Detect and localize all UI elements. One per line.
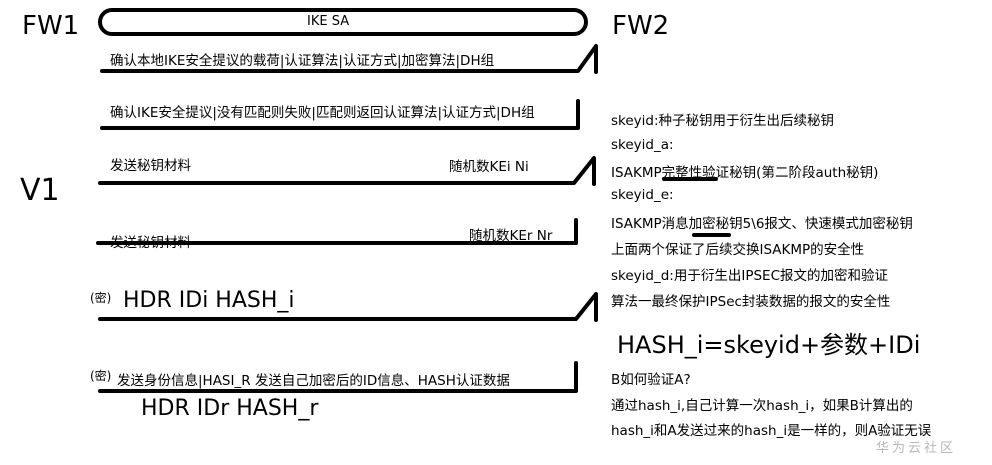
- msg4-extra: 随机数KEr Nr: [469, 228, 553, 244]
- note-skeyid-a-desc: ISAKMP完整性验证秘钥(第二阶段auth秘钥): [611, 165, 879, 181]
- answer-line-1: 通过hash_i,自己计算一次hash_i，如果B计算出的: [611, 398, 913, 414]
- note-skeyid-d: skeyid_d:用于衍生出IPSEC报文的加密和验证: [611, 268, 889, 284]
- arrow-msg5: [98, 292, 598, 322]
- arrow-msg2: [100, 99, 580, 130]
- host-fw1: FW1: [22, 11, 80, 41]
- msg6-encrypted-mark: (密): [90, 369, 112, 383]
- msg3-text: 发送秘钥材料: [110, 158, 191, 174]
- note-skeyid-e-desc: ISAKMP消息加密秘钥5\6报文、快速模式加密秘钥: [611, 216, 913, 232]
- arrow-msg4: [96, 218, 578, 245]
- msg1-text: 确认本地IKE安全提议的载荷|认证算法|认证方式|加密算法|DH组: [110, 53, 495, 69]
- note-skeyid: skeyid:种子秘钥用于衍生出后续秘钥: [611, 113, 835, 129]
- question-text: B如何验证A?: [611, 372, 691, 388]
- hash-formula: HASH_i=skeyid+参数+IDi: [617, 331, 921, 359]
- arrow-msg6: [98, 361, 578, 393]
- msg5-text: HDR IDi HASH_i: [123, 288, 295, 313]
- msg4-text: 发送秘钥材料: [110, 235, 191, 251]
- version-label: V1: [20, 173, 60, 208]
- host-fw2: FW2: [612, 11, 670, 41]
- msg6-below: HDR IDr HASH_r: [141, 396, 319, 421]
- ike-sa-label: IKE SA: [307, 14, 350, 29]
- watermark: 华为云社区: [876, 441, 957, 456]
- note-skeyid-e: skeyid_e:: [611, 187, 674, 203]
- note-security-2: 算法一最终保护IPSec封装数据的报文的安全性: [611, 294, 891, 310]
- note-skeyid-a: skeyid_a:: [611, 137, 674, 153]
- note-security-1: 上面两个保证了后续交换ISAKMP的安全性: [611, 242, 865, 258]
- arrow-msg3: [98, 156, 596, 186]
- msg3-extra: 随机数KEi Ni: [449, 159, 529, 175]
- msg2-text: 确认IKE安全提议|没有匹配则失败|匹配则返回认证算法|认证方式|DH组: [110, 105, 535, 121]
- ike-sa-pill: [98, 8, 588, 36]
- msg5-encrypted-mark: (密): [90, 291, 112, 305]
- msg6-text: 发送身份信息|HASI_R 发送自己加密后的ID信息、HASH认证数据: [117, 373, 510, 389]
- arrow-msg1: [100, 44, 598, 74]
- answer-line-2: hash_i和A发送过来的hash_i是一样的，则A验证无误: [611, 423, 932, 439]
